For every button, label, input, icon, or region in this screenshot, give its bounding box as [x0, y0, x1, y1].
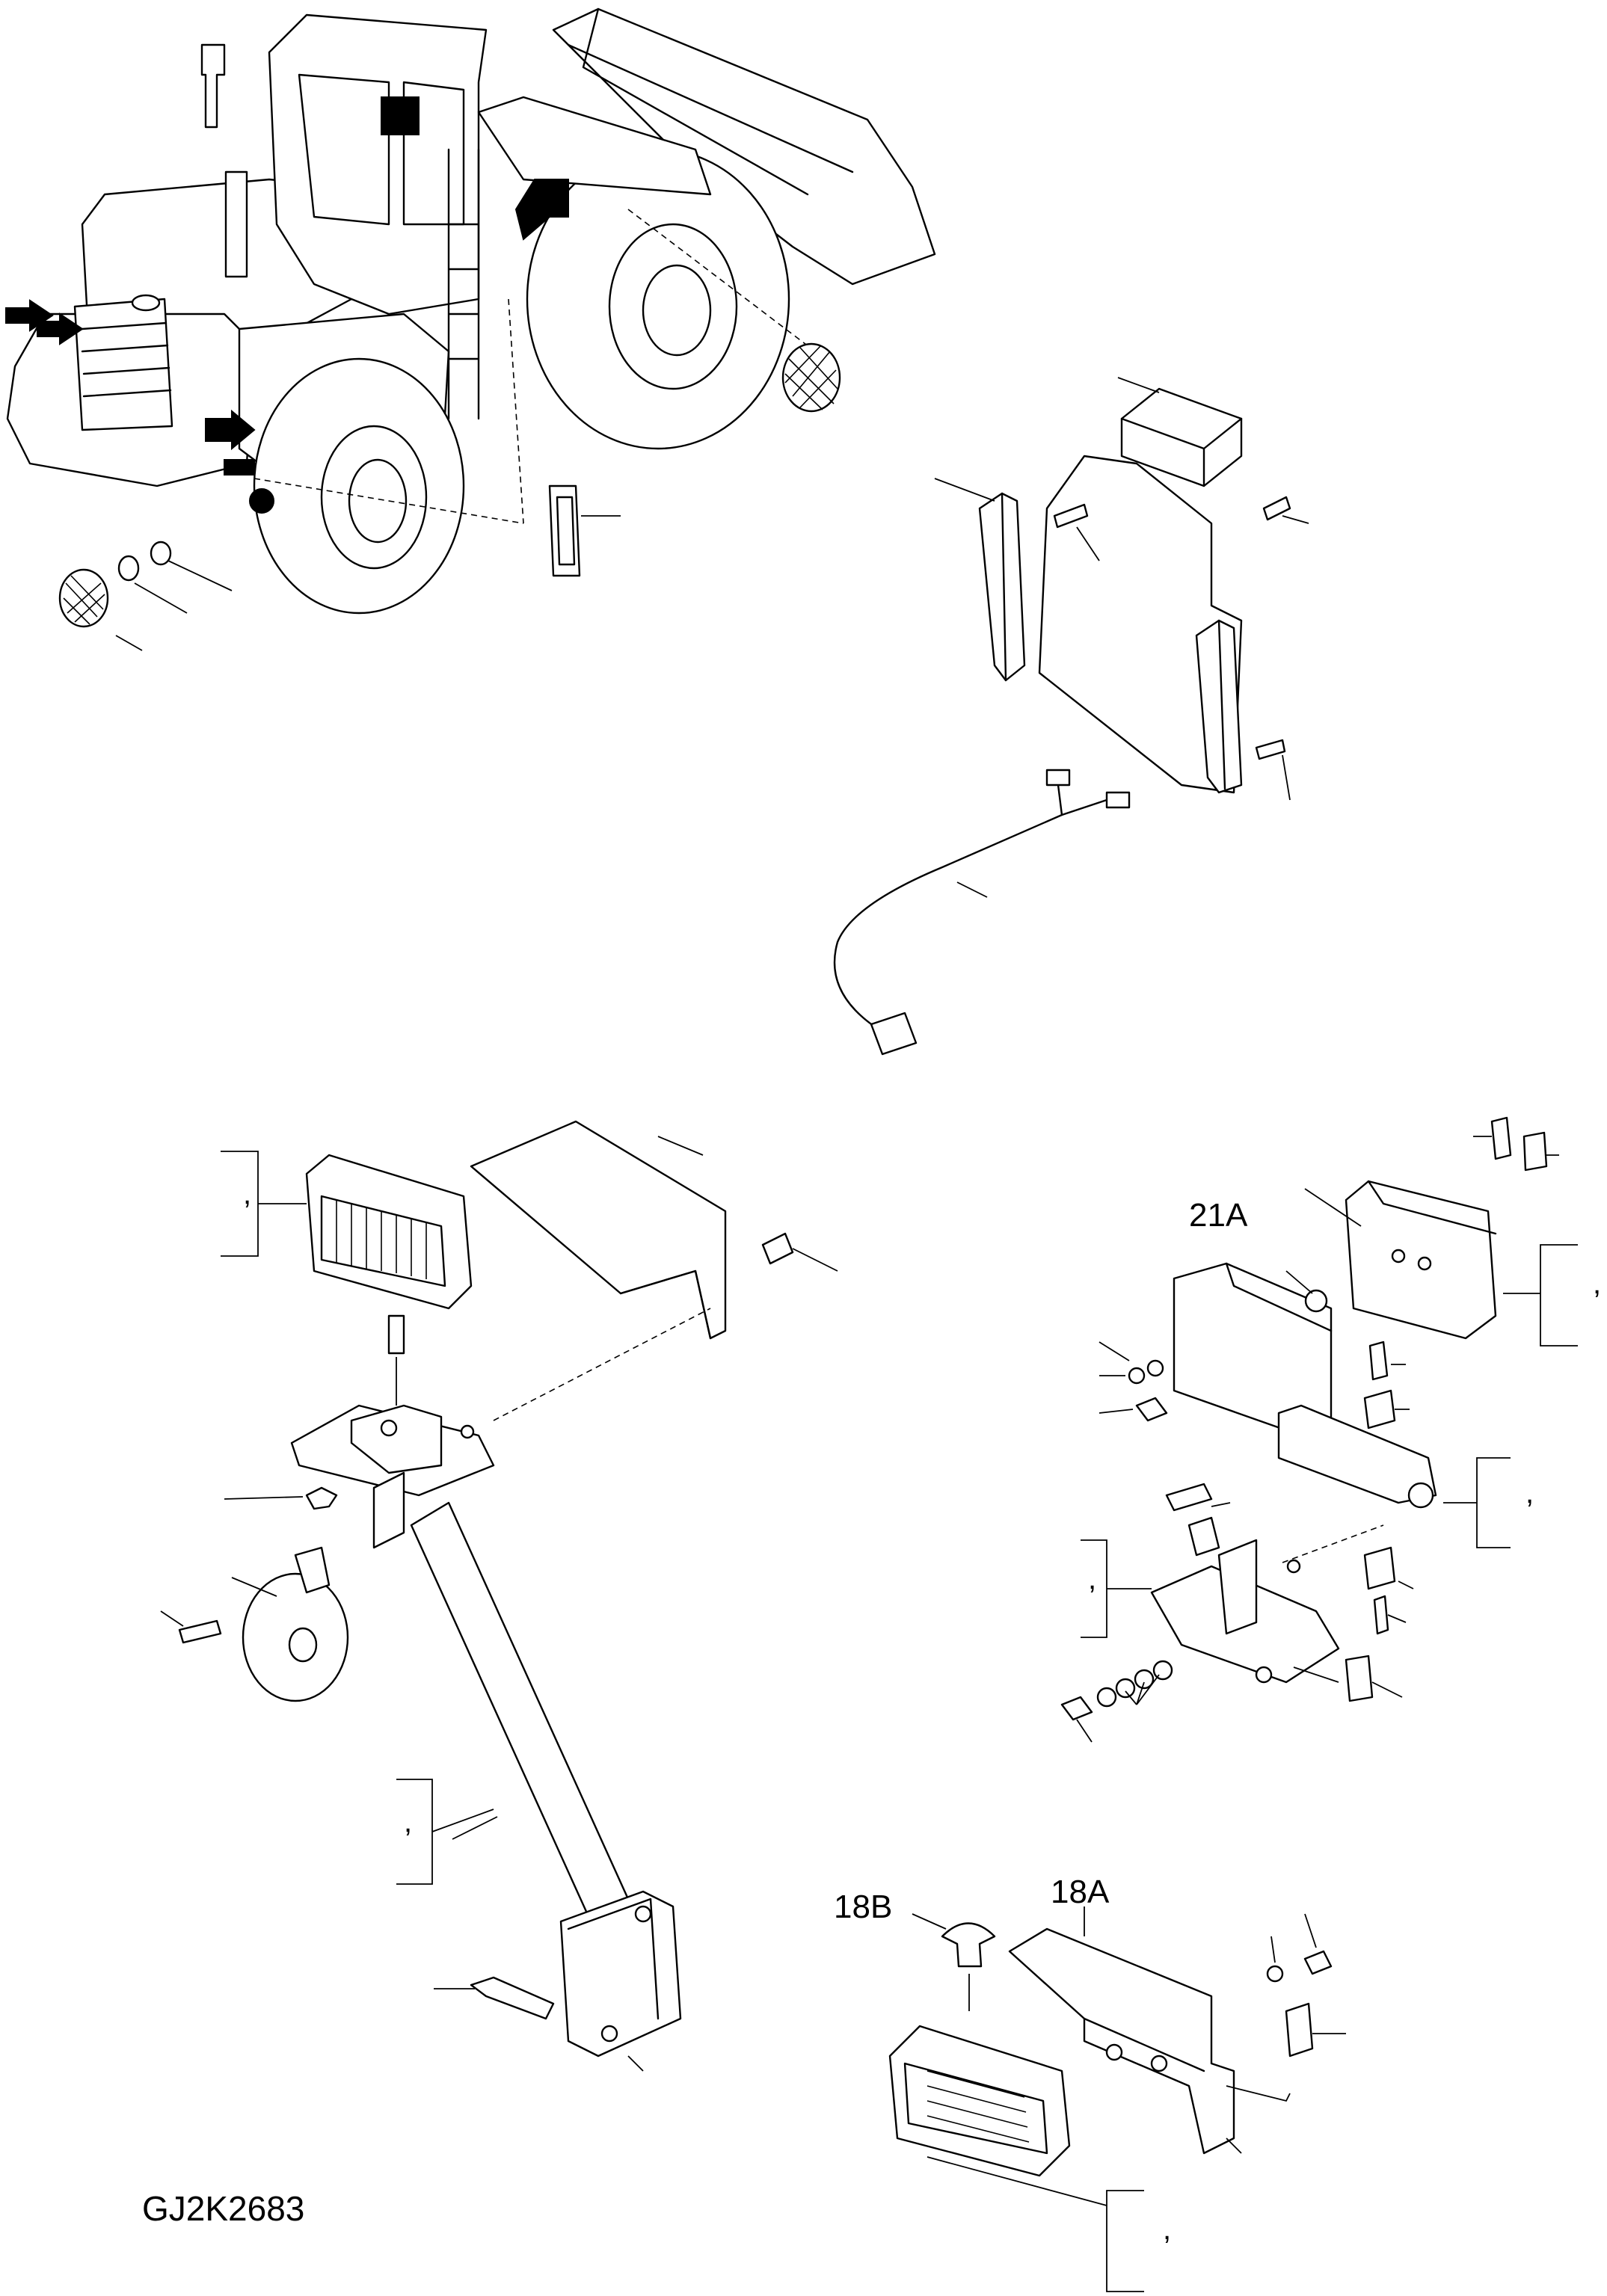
bracket-mark-rear-lamp: , [1593, 1267, 1601, 1300]
bracket-mark-rear-lamp-bottom: , [1163, 2213, 1171, 2246]
callout-18A: 18A [1051, 1874, 1110, 1910]
rear-lamp-assembly-bottom [888, 1906, 1346, 2206]
bracket-mark-arm: , [1525, 1477, 1534, 1509]
location-marker-fender [205, 409, 256, 451]
reference-brackets [221, 1151, 1578, 2292]
location-marker-cab-top [381, 96, 420, 135]
bracket-mark-stay: , [404, 1806, 412, 1838]
callout-21A: 21A [1189, 1197, 1248, 1234]
location-marker-lamp [224, 459, 255, 475]
rear-lamp-arm-assembly [1060, 1116, 1559, 1743]
location-marker-reflector [249, 488, 274, 514]
rectangular-reflector [548, 484, 621, 577]
side-lamp-assembly [58, 541, 233, 651]
location-marker-front-mid [37, 313, 84, 345]
wheel-loader-illustration [5, 7, 936, 615]
round-reflector [781, 342, 841, 413]
location-marker-rear [514, 179, 569, 241]
drawing-code: GJ2K2683 [142, 2189, 304, 2228]
work-lamp-stay-assembly [160, 1120, 838, 2072]
callout-18B: 18B [834, 1889, 892, 1925]
lamp-bracket-assembly-top [833, 377, 1309, 1056]
bracket-mark-work-lamp: , [243, 1178, 251, 1210]
bracket-mark-base: , [1088, 1563, 1096, 1595]
